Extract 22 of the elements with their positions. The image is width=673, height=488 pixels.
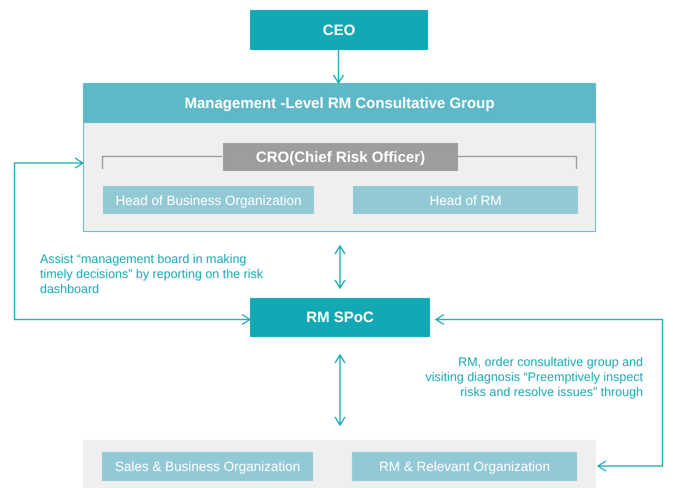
- arrow: [332, 50, 344, 84]
- group-heading: Management -Level RM Consultative Group: [83, 83, 596, 123]
- arrow: [334, 245, 346, 289]
- arrow: [435, 314, 664, 472]
- arrow: [14, 157, 251, 326]
- group-panel: [83, 83, 596, 232]
- box-text: RM & Relevant Organization: [378, 459, 550, 474]
- box-text: RM SPoC: [306, 309, 374, 326]
- box-text: Head of RM: [429, 192, 502, 208]
- box-panel: [83, 440, 596, 488]
- box-text: Sales & Business Organization: [114, 459, 300, 474]
- unit-box: [102, 452, 313, 481]
- role-box: [223, 143, 458, 171]
- role-box: [250, 298, 430, 337]
- box-text: CEO: [322, 22, 356, 38]
- arrow: [334, 354, 346, 426]
- box-text: CRO(Chief Risk Officer): [256, 148, 426, 166]
- role-box: [250, 10, 428, 50]
- unit-box: [353, 186, 578, 214]
- unit-box: [352, 452, 577, 481]
- box-text: Head of Business Organization: [115, 192, 302, 208]
- unit-box: [103, 186, 314, 214]
